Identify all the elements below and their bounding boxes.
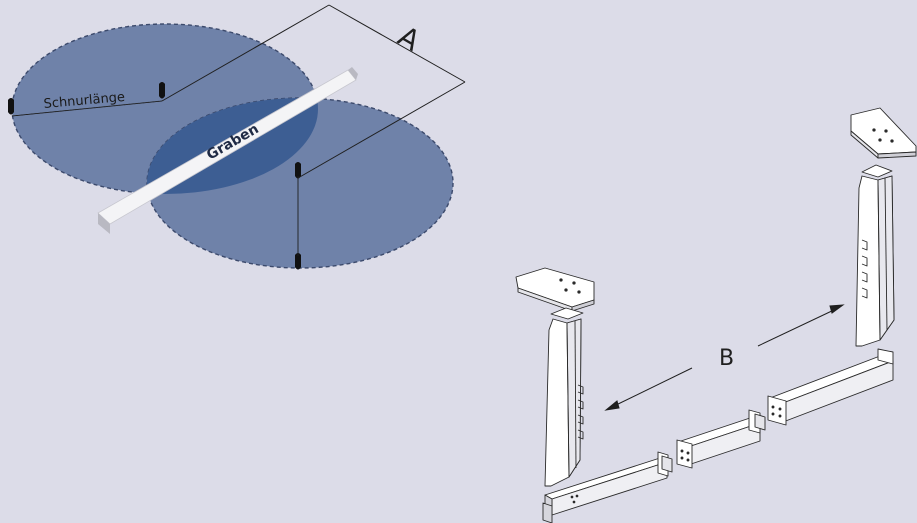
peg-icon bbox=[159, 82, 165, 99]
peg-icon bbox=[8, 98, 14, 115]
frame-assembly bbox=[515, 107, 917, 523]
peg-icon bbox=[295, 253, 301, 270]
dimension-a bbox=[161, 4, 466, 179]
peg-icon bbox=[295, 162, 301, 179]
trench-diagram: Graben Schnurlänge A bbox=[8, 4, 466, 270]
dimension-b-label: B bbox=[719, 346, 734, 371]
dimension-b bbox=[604, 304, 845, 411]
middle-beam bbox=[676, 409, 766, 469]
right-top-plate bbox=[850, 107, 917, 159]
left-top-plate bbox=[515, 267, 595, 312]
right-post bbox=[855, 164, 895, 347]
schnur-label: Schnurlänge bbox=[43, 90, 126, 112]
left-post bbox=[544, 307, 584, 487]
right-beam bbox=[767, 348, 894, 426]
trench-bar bbox=[97, 67, 358, 234]
dimension-a-label: A bbox=[393, 19, 426, 57]
string-line-left bbox=[11, 100, 163, 117]
bottom-left-beam bbox=[542, 451, 673, 523]
